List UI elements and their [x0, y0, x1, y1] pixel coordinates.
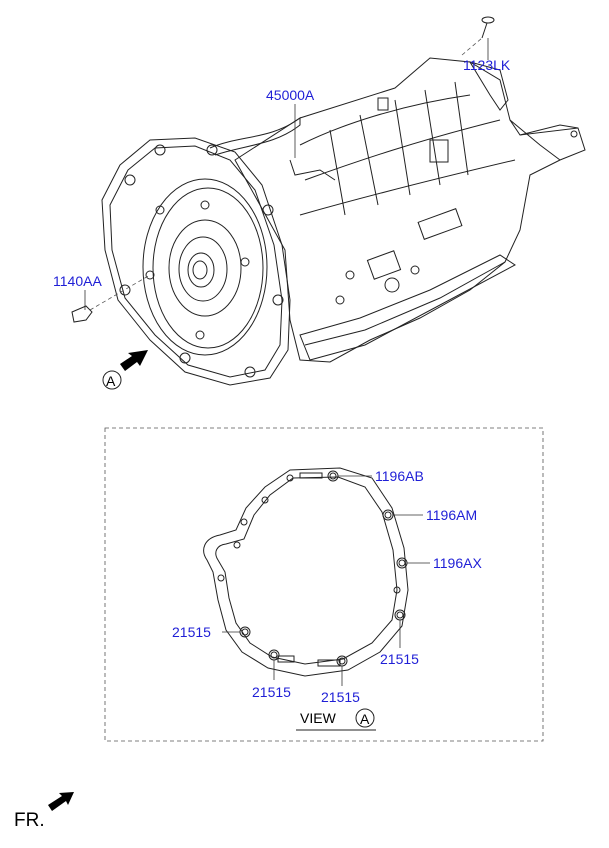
label-bush-bottom-left: 21515 [252, 684, 291, 700]
transmission-assembly [101, 57, 586, 386]
view-frame [104, 427, 544, 742]
view-word: VIEW [300, 710, 337, 726]
label-bush-2: 1196AM [426, 507, 477, 523]
gasket-view [203, 467, 430, 686]
front-label: FR. [14, 810, 45, 831]
arrow-marker: A [106, 373, 116, 389]
label-bush-3: 1196AX [433, 555, 482, 571]
label-bolt-top: 1123LK [463, 57, 511, 73]
label-bush-1: 1196AB [375, 468, 424, 484]
bolt-top [461, 16, 495, 60]
label-bush-left: 21515 [172, 624, 211, 640]
label-transmission: 45000A [266, 87, 315, 103]
view-arrow: A [102, 350, 148, 390]
label-bolt-left: 1140AA [53, 273, 102, 289]
view-caption: VIEW A [296, 708, 376, 731]
front-arrow-icon [48, 792, 74, 811]
arrow-icon [120, 350, 148, 371]
view-marker: A [360, 711, 370, 727]
label-bush-right: 21515 [380, 651, 419, 667]
label-bush-bottom-mid: 21515 [321, 689, 360, 705]
bolt-left [71, 274, 151, 323]
front-indicator: FR. [14, 792, 74, 831]
